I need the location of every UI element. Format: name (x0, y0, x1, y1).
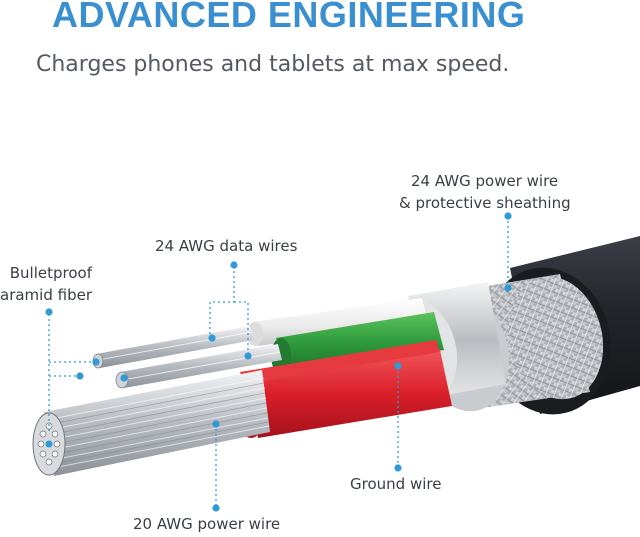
dot-ground-bottom (394, 464, 402, 472)
callout-aramid-line1: Bulletproof (9, 264, 92, 282)
dot-data-wires-1 (208, 334, 216, 342)
callout-dots (45, 212, 512, 512)
callout-ground-text: Ground wire (350, 475, 442, 493)
callout-power-sheath: 24 AWG power wire & protective sheathing (399, 170, 571, 214)
conductor-end-face (32, 412, 66, 476)
callout-data-wires-text: 24 AWG data wires (155, 237, 298, 255)
dot-power-sheath-top (504, 212, 512, 220)
dot-data-wires-2 (244, 352, 252, 360)
dot-data-wires-top (230, 261, 238, 269)
callout-ground-wire: Ground wire (350, 473, 441, 495)
headline: ADVANCED ENGINEERING (52, 0, 526, 35)
callout-power-sheath-line1: 24 AWG power wire (411, 172, 559, 190)
callout-leaders (48, 216, 509, 508)
dot-power-sheath (504, 284, 512, 292)
dot-power20-bottom (212, 504, 220, 512)
callout-aramid-line2: aramid fiber (0, 286, 92, 304)
callout-power20-text: 20 AWG power wire (133, 515, 281, 533)
dot-aramid-1 (92, 358, 100, 366)
dot-aramid-2 (76, 372, 84, 380)
callout-data-wires: 24 AWG data wires (155, 235, 297, 257)
power-conductor-strands (32, 370, 270, 476)
dot-power20-top (212, 420, 220, 428)
subheadline: Charges phones and tablets at max speed. (36, 52, 510, 77)
callout-power-sheath-line2: & protective sheathing (399, 194, 571, 212)
dot-ground-top (394, 362, 402, 370)
leader-data-wires-branch (234, 301, 249, 356)
callout-20awg-power: 20 AWG power wire (133, 513, 280, 535)
dot-aramid-top (45, 308, 53, 316)
leader-data-wires (209, 266, 235, 338)
dot-aramid-3 (120, 374, 128, 382)
callout-aramid-fiber: Bulletproof aramid fiber (0, 262, 92, 306)
